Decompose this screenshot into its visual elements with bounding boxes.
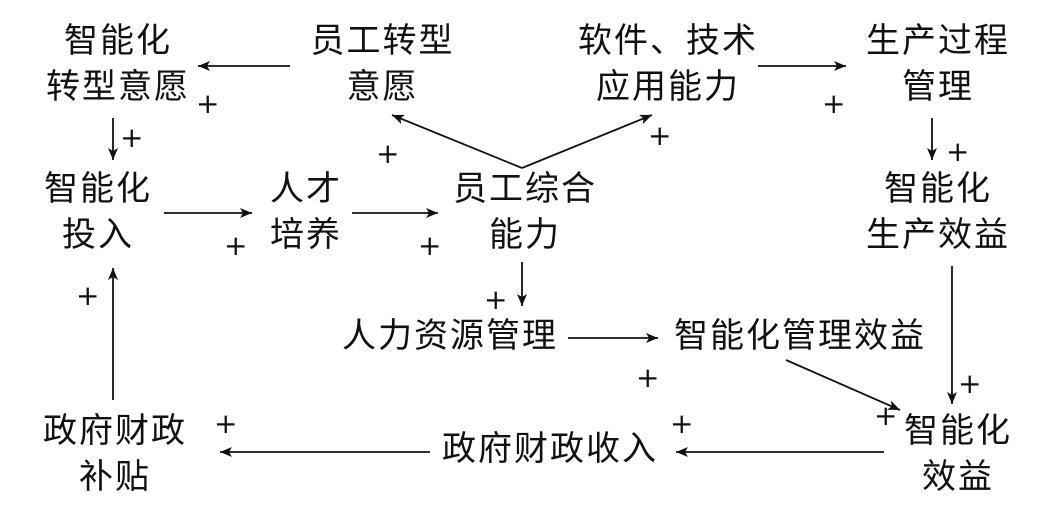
node-line: 政府财政 [43, 411, 187, 451]
node-line: 员工综合 [453, 169, 597, 209]
polarity-sign: + [958, 367, 982, 400]
node-line: 意愿 [346, 67, 419, 107]
node-line: 管理 [902, 67, 974, 107]
node-line: 智能化 [884, 169, 992, 209]
node-line: 生产过程 [866, 21, 1010, 61]
node-line: 能力 [489, 215, 561, 255]
polarity-sign: + [214, 407, 238, 440]
polarity-sign: + [120, 121, 144, 154]
polarity-sign: + [670, 407, 694, 440]
node-line: 软件、技术 [578, 21, 758, 61]
polarity-sign: + [484, 283, 508, 316]
node-zhengfu-caizheng-shouru: 政府财政收入 [430, 426, 670, 472]
node-line: 人才 [270, 169, 342, 209]
polarity-sign: + [76, 279, 100, 312]
polarity-sign: + [636, 361, 660, 394]
node-ruanjian-jishu-yingyong-nengli: 软件、技术 应用能力 [568, 18, 768, 110]
polarity-sign: + [418, 229, 442, 262]
polarity-sign: + [822, 87, 846, 120]
node-line: 投入 [62, 215, 134, 255]
node-line: 效益 [922, 457, 994, 497]
node-line: 应用能力 [596, 67, 740, 107]
arrow-zonghe-to-ruanjian [521, 114, 653, 169]
node-zhinenghua-guanli-xiaoyi: 智能化管理效益 [660, 313, 940, 359]
polarity-sign: + [946, 135, 970, 168]
node-line: 员工转型 [310, 21, 455, 61]
node-yuangong-zhuanxing-yiyuan: 员工转型 意愿 [290, 18, 475, 110]
node-shengchan-guocheng-guanli: 生产过程 管理 [848, 18, 1028, 110]
polarity-sign: + [196, 87, 220, 120]
node-line: 补贴 [79, 457, 151, 497]
node-zhinenghua-zhuanxing-yiyuan: 智能化 转型意愿 [28, 18, 208, 110]
node-line: 培养 [270, 215, 342, 255]
polarity-sign: + [874, 399, 898, 432]
node-yuangong-zonghe-nengli: 员工综合 能力 [440, 166, 610, 258]
node-line: 智能化 [64, 21, 172, 61]
node-zhinenghua-touru: 智能化 投入 [28, 166, 168, 258]
node-line: 生产效益 [866, 215, 1010, 255]
node-line: 转型意愿 [46, 67, 190, 107]
node-zhengfu-caizheng-butie: 政府财政 补贴 [30, 408, 200, 500]
node-zhinenghua-xiaoyi: 智能化 效益 [888, 408, 1028, 500]
node-zhinenghua-shengchan-xiaoyi: 智能化 生产效益 [848, 166, 1028, 258]
node-line: 智能化 [904, 411, 1012, 451]
polarity-sign: + [648, 119, 672, 152]
arrow-zonghe-to-yuangong [391, 114, 523, 169]
polarity-sign: + [376, 137, 400, 170]
node-rencai-peiyang: 人才 培养 [256, 166, 356, 258]
node-line: 政府财政收入 [442, 429, 658, 469]
node-renli-ziyuan-guanli: 人力资源管理 [330, 313, 570, 359]
polarity-sign: + [224, 229, 248, 262]
node-line: 人力资源管理 [342, 316, 558, 356]
node-line: 智能化管理效益 [674, 316, 926, 356]
node-line: 智能化 [44, 169, 152, 209]
arrow-guanli-xiaoyi-to-xiaoyi [785, 359, 901, 411]
